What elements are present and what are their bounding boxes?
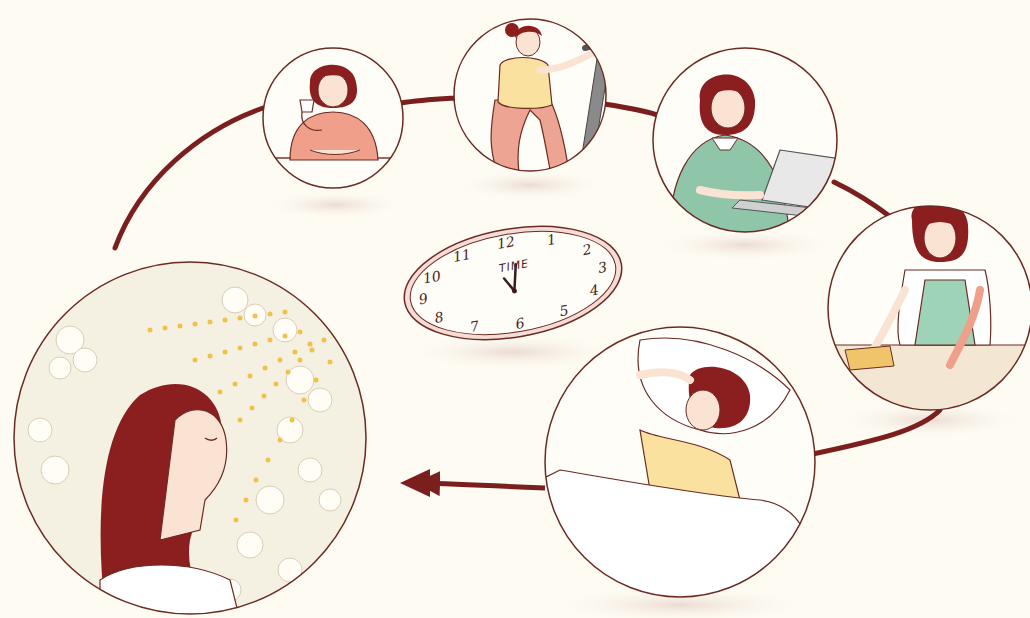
- clock-number: 11: [452, 247, 472, 264]
- tea-scene: [260, 48, 410, 188]
- sleeping-scene: [540, 327, 820, 618]
- clock-node: 121234567891011TIME: [394, 210, 632, 357]
- cleaning-scene: [828, 200, 1030, 420]
- laptop-scene: [653, 48, 848, 240]
- exercise-scene: [454, 19, 615, 180]
- arrow-head: [400, 469, 430, 497]
- clock-number: 12: [496, 234, 516, 251]
- breath-dots: [148, 310, 333, 523]
- breathing-scene: [14, 262, 366, 618]
- clock-number: 10: [422, 268, 442, 285]
